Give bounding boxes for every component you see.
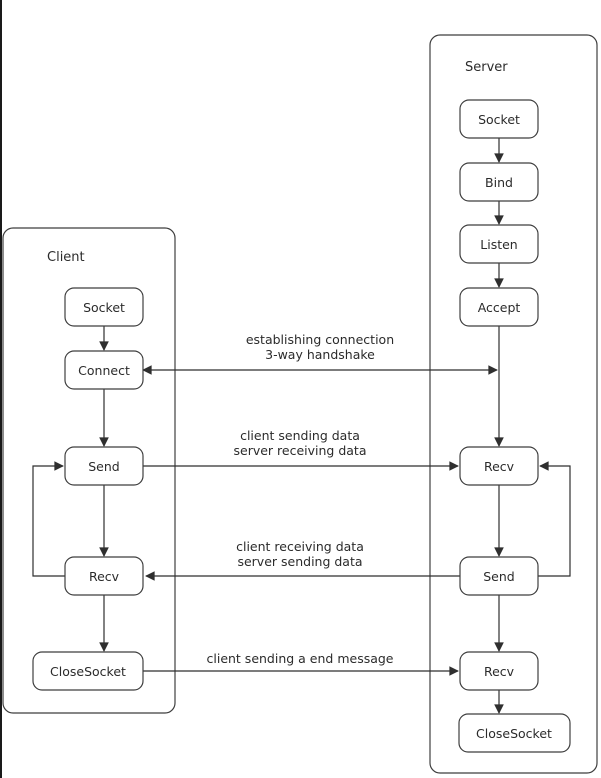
edge-server-send-recv-loop bbox=[538, 461, 571, 577]
client-container-title: Client bbox=[47, 250, 85, 265]
server-send-box bbox=[459, 556, 539, 596]
edge-end-message-label: client sending a end message bbox=[207, 651, 394, 666]
server-node-recv: Recv bbox=[459, 446, 539, 486]
server-socket-label: Socket bbox=[478, 112, 520, 127]
edge-receiving-data-label-line1: client receiving data bbox=[236, 539, 364, 554]
server-listen-label: Listen bbox=[480, 237, 517, 252]
server-node-listen: Listen bbox=[459, 224, 539, 264]
server-recv2-label: Recv bbox=[484, 664, 515, 679]
server-node-send: Send bbox=[459, 556, 539, 596]
server-node-closesocket: CloseSocket bbox=[458, 713, 571, 753]
server-bind-box bbox=[459, 162, 539, 202]
server-send-label: Send bbox=[483, 569, 514, 584]
server-bind-label: Bind bbox=[485, 175, 513, 190]
edge-sending-data-label-line1: client sending data bbox=[240, 428, 360, 443]
client-node-closesocket: CloseSocket bbox=[32, 651, 144, 691]
server-recv2-box bbox=[459, 651, 539, 691]
server-closesocket-box bbox=[458, 713, 571, 753]
server-accept-box bbox=[459, 287, 539, 327]
server-container-title: Server bbox=[465, 60, 508, 75]
server-recv-box bbox=[459, 446, 539, 486]
server-closesocket-label: CloseSocket bbox=[476, 726, 552, 741]
server-node-socket: Socket bbox=[459, 99, 539, 139]
edge-sending-data-label-line2: server receiving data bbox=[234, 443, 367, 458]
edge-client-recv-send-loop bbox=[32, 461, 65, 577]
server-node-bind: Bind bbox=[459, 162, 539, 202]
client-send-box bbox=[64, 446, 144, 486]
server-node-accept: Accept bbox=[459, 287, 539, 327]
client-closesocket-box bbox=[32, 651, 144, 691]
client-recv-label: Recv bbox=[89, 569, 120, 584]
client-send-label: Send bbox=[88, 459, 119, 474]
server-node-recv2: Recv bbox=[459, 651, 539, 691]
client-recv-box bbox=[64, 556, 144, 596]
edge-receiving-data-label-line2: server sending data bbox=[237, 554, 362, 569]
server-accept-label: Accept bbox=[478, 300, 521, 315]
client-socket-label: Socket bbox=[83, 300, 125, 315]
server-socket-box bbox=[459, 99, 539, 139]
client-node-connect: Connect bbox=[64, 350, 144, 390]
client-connect-label: Connect bbox=[78, 363, 130, 378]
server-listen-box bbox=[459, 224, 539, 264]
client-closesocket-label: CloseSocket bbox=[50, 664, 126, 679]
client-node-recv: Recv bbox=[64, 556, 144, 596]
client-node-send: Send bbox=[64, 446, 144, 486]
edge-handshake-label-line2: 3-way handshake bbox=[265, 347, 375, 362]
server-recv-label: Recv bbox=[484, 459, 515, 474]
client-connect-box bbox=[64, 350, 144, 390]
client-node-socket: Socket bbox=[64, 287, 144, 327]
edge-handshake-label-line1: establishing connection bbox=[246, 332, 394, 347]
client-socket-box bbox=[64, 287, 144, 327]
